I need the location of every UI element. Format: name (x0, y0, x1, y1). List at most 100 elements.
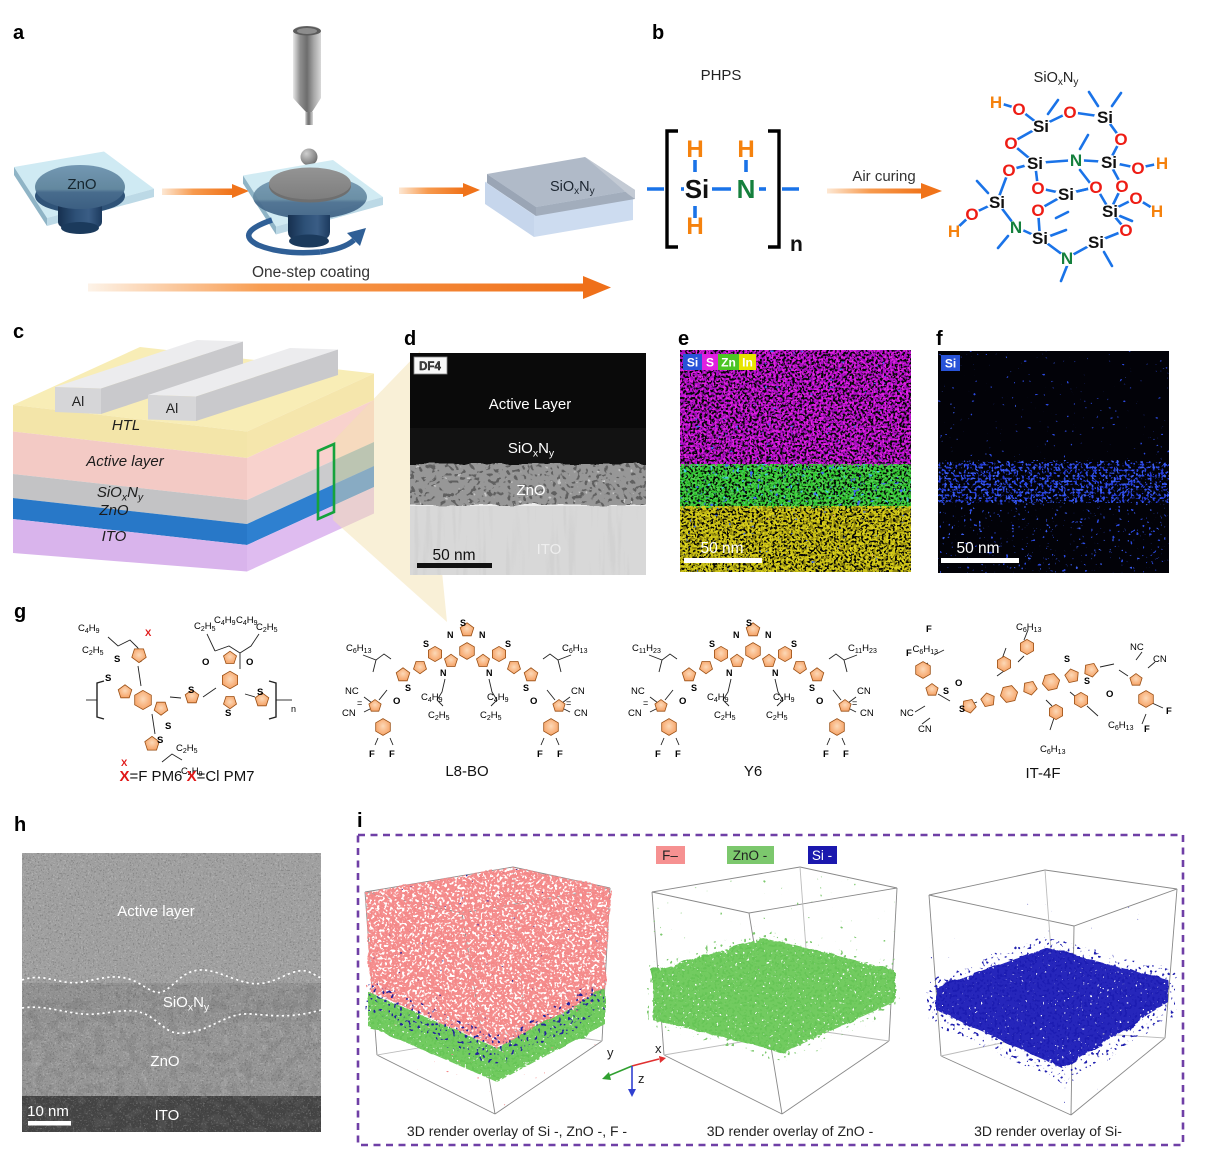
svg-text:3D render overlay of Si-: 3D render overlay of Si- (974, 1123, 1122, 1139)
svg-text:O: O (1012, 100, 1025, 119)
svg-text:O: O (965, 205, 978, 224)
svg-text:S: S (1084, 676, 1090, 686)
svg-text:F: F (1144, 724, 1150, 735)
svg-text:x: x (655, 1041, 662, 1056)
svg-text:H: H (990, 93, 1002, 112)
svg-text:e: e (678, 328, 689, 350)
svg-text:C6H13: C6H13 (562, 643, 588, 655)
svg-text:O: O (202, 657, 209, 668)
svg-text:N: N (765, 630, 772, 640)
svg-text:O: O (679, 696, 686, 707)
svg-text:O: O (1119, 221, 1132, 240)
svg-text:C4H9: C4H9 (236, 615, 258, 627)
svg-text:S: S (1064, 654, 1070, 664)
svg-text:Si: Si (1088, 233, 1104, 252)
svg-text:CN: CN (1153, 654, 1167, 665)
svg-text:O: O (246, 657, 253, 668)
svg-text:In: In (742, 356, 753, 370)
svg-text:C2H5: C2H5 (766, 710, 788, 722)
svg-text:CN: CN (574, 708, 588, 719)
svg-text:F: F (537, 749, 543, 760)
svg-text:F–: F– (662, 848, 678, 863)
svg-text:H: H (686, 213, 703, 240)
svg-text:O: O (816, 696, 823, 707)
svg-text:F: F (926, 624, 932, 635)
svg-text:DF4: DF4 (419, 361, 441, 373)
svg-text:C4H9: C4H9 (773, 692, 795, 704)
svg-text:F: F (1166, 706, 1172, 717)
svg-text:H: H (948, 222, 960, 241)
svg-text:Si: Si (1058, 185, 1074, 204)
svg-text:C2H5: C2H5 (194, 621, 216, 633)
svg-text:=: = (643, 698, 648, 708)
svg-text:N: N (479, 630, 486, 640)
svg-text:H: H (737, 136, 754, 163)
svg-text:CN: CN (918, 724, 932, 735)
svg-text:ITO: ITO (155, 1107, 180, 1124)
svg-text:S: S (706, 356, 714, 370)
svg-text:n: n (790, 233, 803, 256)
svg-text:S: S (105, 673, 111, 684)
svg-text:S: S (423, 639, 429, 649)
svg-text:SiOxNy: SiOxNy (163, 994, 210, 1014)
svg-text:S: S (405, 683, 411, 693)
svg-text:F: F (369, 749, 375, 760)
svg-text:S: S (809, 683, 815, 693)
svg-text:S: S (114, 654, 120, 665)
svg-text:S: S (943, 686, 949, 696)
svg-text:F: F (655, 749, 661, 760)
svg-text:O: O (1031, 201, 1044, 220)
svg-text:S: S (157, 735, 163, 746)
svg-text:S: S (746, 618, 752, 628)
svg-text:Si: Si (989, 193, 1005, 212)
svg-text:CN: CN (628, 708, 642, 719)
svg-text:n: n (291, 704, 296, 714)
svg-text:S: S (959, 704, 965, 714)
svg-text:3D render overlay of ZnO -: 3D render overlay of ZnO - (707, 1123, 874, 1139)
svg-text:CN: CN (857, 686, 871, 697)
svg-text:NC: NC (1130, 642, 1144, 653)
svg-text:L8-BO: L8-BO (445, 763, 488, 780)
svg-text:S: S (791, 639, 797, 649)
svg-text:ZnO: ZnO (516, 482, 545, 499)
svg-text:F: F (843, 749, 849, 760)
svg-text:C11H23: C11H23 (848, 643, 877, 655)
svg-text:F: F (389, 749, 395, 760)
svg-text:Active Layer: Active Layer (489, 396, 572, 413)
svg-text:N: N (1010, 218, 1022, 237)
svg-text:F: F (823, 749, 829, 760)
svg-text:Si: Si (1032, 229, 1048, 248)
svg-text:S: S (165, 721, 171, 732)
svg-text:S: S (225, 708, 231, 719)
svg-text:Si: Si (1102, 202, 1118, 221)
svg-text:N: N (1070, 151, 1082, 170)
svg-text:50 nm: 50 nm (432, 547, 475, 564)
svg-text:Al: Al (72, 393, 84, 409)
svg-text:C2H5: C2H5 (714, 710, 736, 722)
svg-text:SiOxNy: SiOxNy (1034, 70, 1079, 88)
svg-text:O: O (1002, 161, 1015, 180)
svg-text:ZnO: ZnO (150, 1053, 179, 1070)
svg-text:N: N (447, 630, 454, 640)
svg-text:NC: NC (345, 686, 359, 697)
svg-text:H: H (1151, 202, 1163, 221)
svg-text:3D render overlay of Si -, ZnO: 3D render overlay of Si -, ZnO -, F - (407, 1123, 628, 1139)
svg-text:C4H9: C4H9 (78, 623, 100, 635)
svg-text:c: c (13, 321, 24, 343)
svg-text:O: O (1106, 689, 1113, 700)
svg-text:ITO: ITO (102, 528, 127, 545)
svg-text:ITO: ITO (537, 541, 562, 558)
svg-text:ZnO: ZnO (98, 502, 129, 519)
svg-text:C2H5: C2H5 (428, 710, 450, 722)
svg-text:f: f (936, 328, 943, 350)
svg-text:H: H (686, 136, 703, 163)
svg-text:g: g (14, 601, 26, 623)
svg-text:h: h (14, 814, 26, 836)
svg-text:Si: Si (945, 357, 956, 371)
svg-text:X: X (145, 628, 152, 639)
svg-text:C11H23: C11H23 (632, 643, 661, 655)
svg-text:Si: Si (1101, 153, 1117, 172)
svg-text:50 nm: 50 nm (956, 540, 999, 557)
svg-text:S: S (523, 683, 529, 693)
svg-text:Al: Al (166, 400, 178, 416)
